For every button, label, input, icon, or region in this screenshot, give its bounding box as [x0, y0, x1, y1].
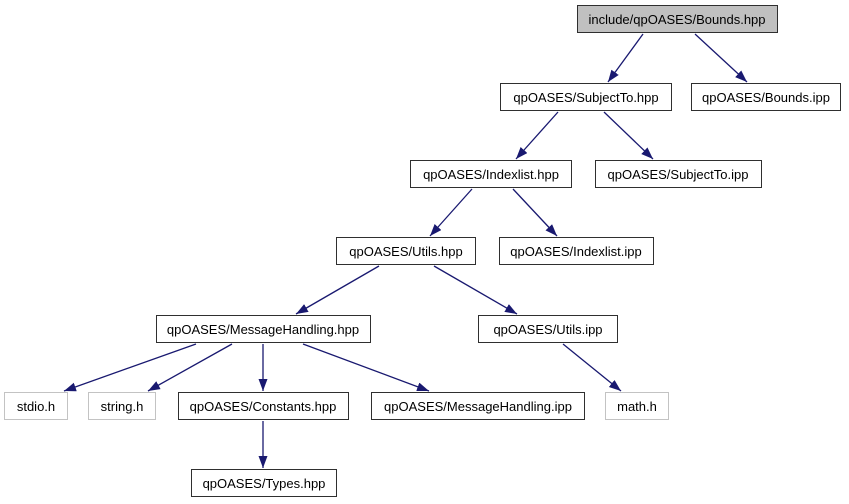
node-qpoases-constants-hpp[interactable]: qpOASES/Constants.hpp	[177, 392, 349, 420]
node-qpoases-subjectto-ipp[interactable]: qpOASES/SubjectTo.ipp	[594, 160, 762, 188]
node-qpoases-subjectto-hpp[interactable]: qpOASES/SubjectTo.hpp	[500, 83, 672, 111]
edge-qpoases-messagehandling-hpp-to-stdio-h	[63, 343, 197, 392]
edge-qpoases-subjectto-hpp-to-qpoases-indexlist-hpp	[515, 111, 559, 160]
node-qpoases-types-hpp[interactable]: qpOASES/Types.hpp	[191, 469, 337, 497]
edge-qpoases-utils-ipp-to-math-h	[562, 343, 622, 392]
edge-qpoases-messagehandling-hpp-to-qpoases-messagehandling-ipp	[302, 343, 430, 392]
edge-include-qpoases-bounds-hpp-to-qpoases-bounds-ipp	[694, 33, 748, 83]
edge-qpoases-messagehandling-hpp-to-string-h	[147, 343, 233, 392]
node-qpoases-utils-ipp[interactable]: qpOASES/Utils.ipp	[478, 315, 618, 343]
node-string-h: string.h	[88, 392, 156, 420]
edge-qpoases-utils-hpp-to-qpoases-messagehandling-hpp	[295, 265, 380, 315]
edge-include-qpoases-bounds-hpp-to-qpoases-subjectto-hpp	[607, 33, 644, 83]
node-qpoases-messagehandling-hpp[interactable]: qpOASES/MessageHandling.hpp	[155, 315, 371, 343]
node-qpoases-utils-hpp[interactable]: qpOASES/Utils.hpp	[336, 237, 476, 265]
node-qpoases-messagehandling-ipp[interactable]: qpOASES/MessageHandling.ipp	[371, 392, 585, 420]
node-qpoases-bounds-ipp[interactable]: qpOASES/Bounds.ipp	[691, 83, 841, 111]
node-include-qpoases-bounds-hpp: include/qpOASES/Bounds.hpp	[576, 5, 778, 33]
edge-qpoases-subjectto-hpp-to-qpoases-subjectto-ipp	[603, 111, 654, 160]
edge-qpoases-utils-hpp-to-qpoases-utils-ipp	[433, 265, 518, 315]
edge-qpoases-indexlist-hpp-to-qpoases-utils-hpp	[429, 188, 473, 237]
node-math-h: math.h	[605, 392, 669, 420]
node-stdio-h: stdio.h	[4, 392, 68, 420]
edge-qpoases-indexlist-hpp-to-qpoases-indexlist-ipp	[512, 188, 558, 237]
node-qpoases-indexlist-hpp[interactable]: qpOASES/Indexlist.hpp	[410, 160, 572, 188]
node-qpoases-indexlist-ipp[interactable]: qpOASES/Indexlist.ipp	[498, 237, 654, 265]
